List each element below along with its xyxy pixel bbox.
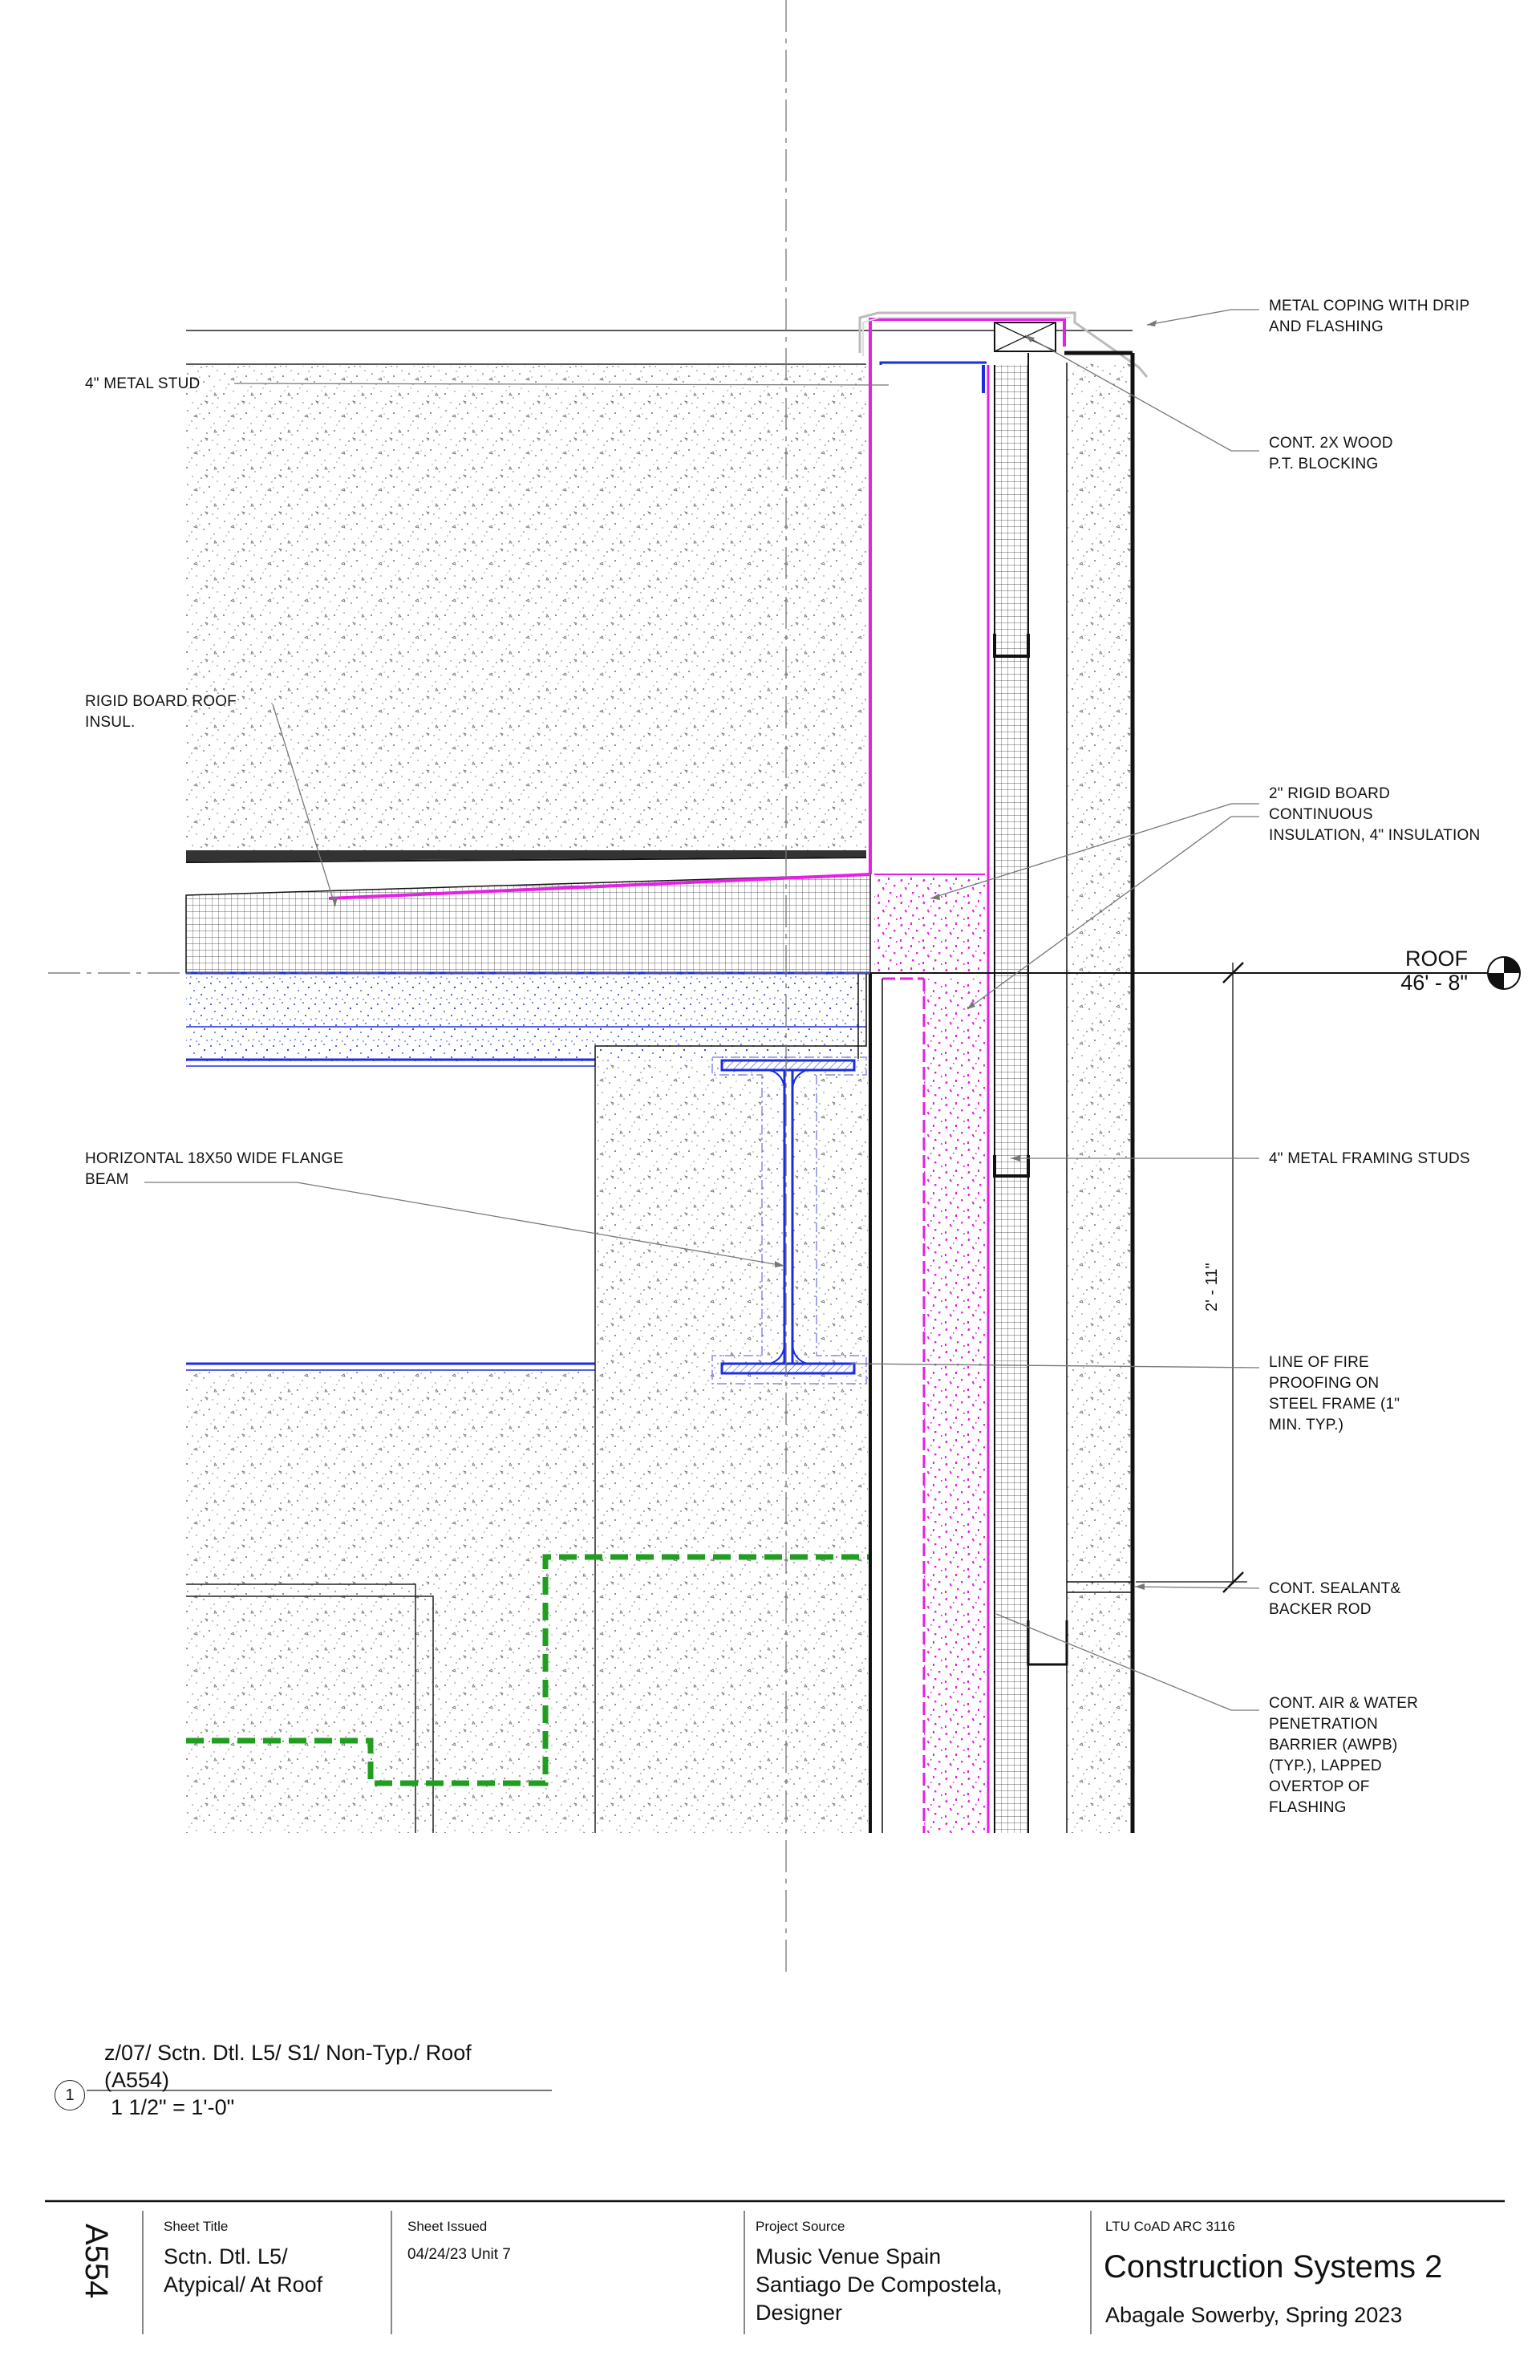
- sheet-number: A554: [79, 2224, 114, 2299]
- magenta-flashing: [869, 318, 1066, 874]
- level-tag: ROOF 46' - 8": [1364, 947, 1468, 995]
- label-line: METAL COPING WITH DRIP: [1269, 298, 1470, 314]
- view-number-bubble: 1: [55, 2080, 85, 2110]
- project-source: Music Venue Spain Santiago De Compostela…: [756, 2243, 1003, 2327]
- label-line: CONTINUOUS: [1269, 806, 1373, 823]
- course-title: Construction Systems 2: [1104, 2249, 1443, 2285]
- course-code: LTU CoAD ARC 3116: [1105, 2219, 1235, 2234]
- label-line: 2" RIGID BOARD: [1269, 785, 1391, 802]
- level-name: ROOF: [1405, 947, 1468, 971]
- label-line: INSUL.: [85, 714, 136, 731]
- label-line: RIGID BOARD ROOF: [85, 693, 237, 710]
- label-line: CONT. SEALANT&: [1269, 1580, 1401, 1597]
- label-line: HORIZONTAL 18x50 WIDE FLANGE: [85, 1150, 344, 1167]
- metal-coping: [858, 311, 1149, 378]
- label-line: AND FLASHING: [1269, 318, 1384, 335]
- label-line: 4" METAL FRAMING STUDS: [1269, 1150, 1470, 1167]
- leader-arrowheads: [331, 320, 1157, 1590]
- label-wood-blocking: CONT. 2X WOOD P.T. BLOCKING: [1269, 433, 1393, 475]
- label-line: PENETRATION: [1269, 1716, 1378, 1733]
- label-line: MIN. TYP.): [1269, 1417, 1344, 1433]
- continuous-insulation-upper: [874, 874, 985, 973]
- label-line: LINE OF FIRE: [1269, 1354, 1369, 1371]
- view-scale: 1 1/2" = 1'-0": [111, 2095, 235, 2119]
- label-line: BEAM: [85, 1171, 129, 1188]
- sheet-title: Sctn. Dtl. L5/ Atypical/ At Roof: [164, 2243, 322, 2299]
- label-line: PROOFING ON: [1269, 1375, 1380, 1392]
- project-source-line: Designer: [756, 2301, 843, 2325]
- green-dashed-line: [186, 1554, 870, 1786]
- label-line: STEEL FRAME (1": [1269, 1396, 1400, 1413]
- sheet-issued-label: Sheet Issued: [407, 2219, 488, 2234]
- label-line: INSULATION, 4" INSULATION: [1269, 827, 1481, 844]
- label-line: CONT. AIR & WATER: [1269, 1695, 1419, 1712]
- label-metal-coping: METAL COPING WITH DRIP AND FLASHING: [1269, 296, 1469, 338]
- sheet-title-line: Sctn. Dtl. L5/: [164, 2244, 288, 2269]
- label-line: BACKER ROD: [1269, 1601, 1372, 1618]
- fireproofing-outline: [711, 1056, 867, 1385]
- author: Abagale Sowerby, Spring 2023: [1105, 2303, 1403, 2327]
- label-wide-flange-beam: HORIZONTAL 18x50 WIDE FLANGE BEAM: [85, 1149, 343, 1190]
- title-block-frame: [45, 2200, 1505, 2334]
- label-rigid-roof-insul: RIGID BOARD ROOF INSUL.: [85, 691, 237, 733]
- concrete-deck: [186, 973, 866, 1061]
- label-line: (TYP.), LAPPED: [1269, 1758, 1382, 1774]
- leader-lines: [144, 309, 1260, 1711]
- level-target-icon: [1487, 956, 1521, 990]
- label-metal-stud: 4" METAL STUD: [85, 374, 200, 395]
- exterior-concrete-veneer: [1067, 363, 1133, 1833]
- view-title-line2: (A554): [104, 2068, 170, 2092]
- sheet-title-label: Sheet Title: [164, 2219, 229, 2234]
- view-title: z/07/ Sctn. Dtl. L5/ S1/ Non-Typ./ Roof …: [104, 2039, 472, 2121]
- label-rigid-continuous: 2" RIGID BOARD CONTINUOUS INSULATION, 4"…: [1269, 784, 1480, 846]
- level-elevation: 46' - 8": [1400, 971, 1468, 995]
- column-concrete: [595, 1063, 868, 1833]
- label-line: OVERTOP OF: [1269, 1778, 1370, 1795]
- label-framing-studs: 4" METAL FRAMING STUDS: [1269, 1149, 1470, 1170]
- label-line: CONT. 2X WOOD: [1269, 435, 1393, 452]
- project-source-line: Music Venue Spain: [756, 2244, 942, 2269]
- upper-concrete-mass: [186, 366, 866, 850]
- label-line: FLASHING: [1269, 1799, 1347, 1816]
- sheet-title-line: Atypical/ At Roof: [164, 2273, 323, 2297]
- label-awpb: CONT. AIR & WATER PENETRATION BARRIER (A…: [1269, 1693, 1418, 1818]
- label-line: 4" METAL STUD: [85, 375, 201, 392]
- sheet-issued: 04/24/23 Unit 7: [407, 2246, 511, 2263]
- wide-flange-beam: [720, 1059, 856, 1375]
- dimension-line: [1136, 962, 1247, 1593]
- label-line: P.T. BLOCKING: [1269, 456, 1379, 472]
- project-source-line: Santiago De Compostela,: [756, 2273, 1003, 2297]
- continuous-insulation-lower: [924, 979, 985, 1833]
- label-sealant: CONT. SEALANT& BACKER ROD: [1269, 1579, 1400, 1620]
- stud-insulation: [995, 365, 1028, 1833]
- view-title-line1: z/07/ Sctn. Dtl. L5/ S1/ Non-Typ./ Roof: [104, 2041, 472, 2065]
- label-line: BARRIER (AWPB): [1269, 1737, 1398, 1754]
- project-source-label: Project Source: [756, 2219, 845, 2234]
- roof-membrane: [186, 850, 866, 862]
- label-fireproofing: LINE OF FIRE PROOFING ON STEEL FRAME (1"…: [1269, 1352, 1400, 1436]
- dimension-text: 2' - 11": [1203, 1263, 1221, 1312]
- lower-left-concrete: [186, 1372, 595, 1833]
